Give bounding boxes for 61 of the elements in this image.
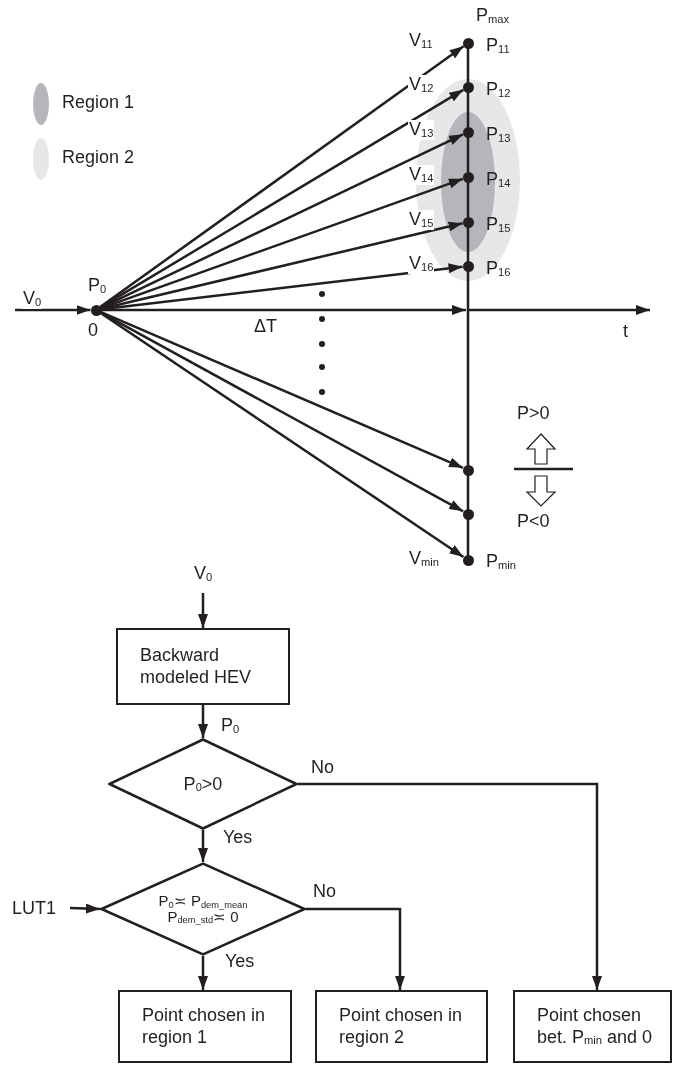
point-label: P$_{16}$: [486, 259, 511, 279]
point-dot: [90, 304, 102, 316]
box-text: Point chosen bet. P$_{min}$ and 0: [537, 1004, 654, 1049]
point-label: P$_{14}$: [486, 170, 511, 190]
arrow: [198, 830, 208, 862]
sign-label: P<0: [517, 512, 550, 532]
box-text: Point chosen in region 1: [142, 1004, 267, 1049]
point-dot: [462, 126, 474, 138]
point-label: P$_{15}$: [486, 215, 511, 235]
velocity-label: V$_{min}$: [408, 549, 440, 569]
arrow: [198, 956, 208, 990]
sign-label: P>0: [517, 404, 550, 424]
velocity-label: V$_{13}$: [408, 120, 435, 140]
arrow: [99, 312, 465, 558]
velocity-label: V$_{12}$: [408, 75, 435, 95]
arrow: [298, 782, 602, 990]
velocity-label: V$_{14}$: [408, 165, 435, 185]
origin-label: 0: [88, 321, 98, 341]
box-text: Point chosen in region 2: [339, 1004, 464, 1049]
velocity-label: V$_{15}$: [408, 210, 435, 230]
point-dot: [462, 508, 474, 520]
point-dot: [462, 216, 474, 228]
decision-diamond: [108, 738, 298, 830]
point-label: P$_{12}$: [486, 80, 511, 100]
condition-text: P$_{0}$>0: [183, 774, 223, 794]
arrow: [69, 903, 101, 914]
input-label: LUT1: [12, 896, 70, 920]
point-label: P$_{0}$: [88, 276, 107, 296]
interval-label: ΔT: [254, 317, 278, 337]
process-box: [315, 990, 488, 1063]
edge-label: P$_{0}$: [220, 716, 241, 736]
point-dot: [462, 81, 474, 93]
process-box: [118, 990, 292, 1063]
arrow: [198, 705, 208, 738]
arrow: [100, 88, 464, 309]
process-box: [116, 628, 290, 705]
edge-label: V$_{0}$: [193, 564, 214, 584]
arrow: [99, 45, 465, 308]
velocity-label: V$_{11}$: [408, 31, 434, 51]
point-label: P$_{11}$: [486, 36, 510, 56]
arrow: [100, 311, 464, 469]
legend-label: Region 2: [62, 148, 135, 168]
arrow: [306, 907, 405, 990]
arrow: [15, 305, 91, 315]
velocity-label: V$_{16}$: [408, 254, 435, 274]
point-label: P$_{13}$: [486, 125, 511, 145]
condition-text: P$_{0}$≍ P$_{dem_mean}$ P$_{dem_std}$≍ 0: [157, 893, 249, 925]
axis-label: t: [623, 322, 628, 342]
box-text: Backward modeled HEV: [140, 644, 253, 689]
point-dot: [462, 171, 474, 183]
point-dot: [462, 554, 474, 566]
point-dot: [462, 260, 474, 272]
edge-label: V$_{0}$: [22, 289, 43, 309]
point-label: P$_{min}$: [486, 552, 516, 572]
arrow: [198, 593, 208, 628]
point-dot: [462, 464, 474, 476]
point-dot: [462, 37, 474, 49]
process-box: [513, 990, 672, 1063]
axis-label: P$_{max}$: [476, 6, 510, 26]
legend-label: Region 1: [62, 93, 135, 113]
decision-diamond: [100, 862, 306, 956]
